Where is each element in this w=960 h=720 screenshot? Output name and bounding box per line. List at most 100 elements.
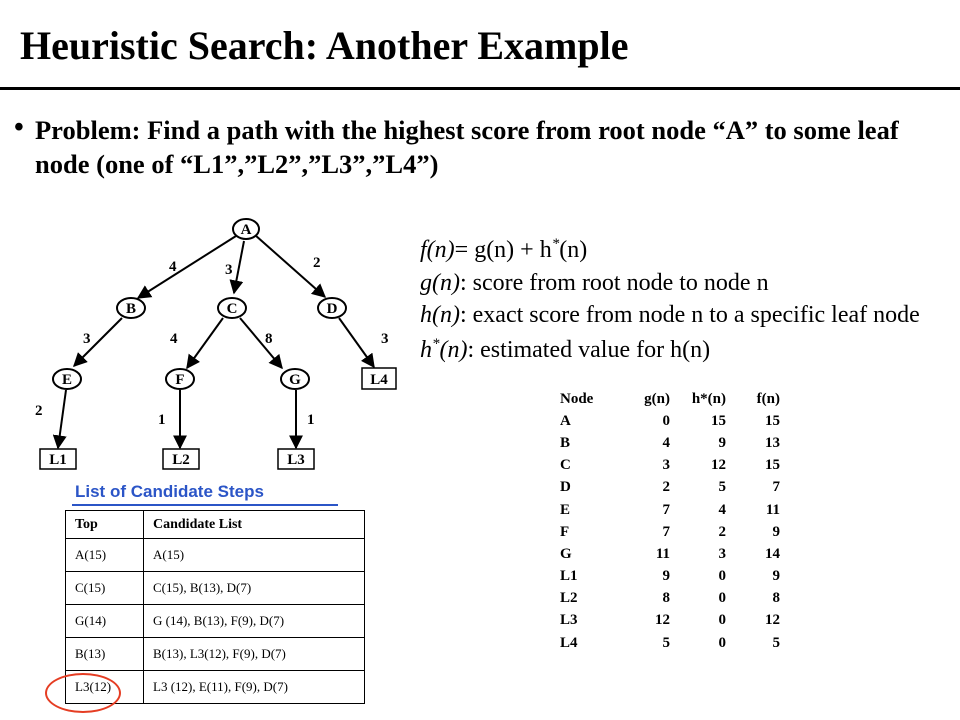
h-star-cell: 0 xyxy=(718,590,727,607)
h-star-cell: 0 xyxy=(718,612,727,629)
tree-leaf-l2: L2 xyxy=(162,448,200,470)
g-cell: 9 xyxy=(662,568,671,585)
node-cell: C xyxy=(560,457,571,474)
tree-node-b: B xyxy=(116,297,146,319)
tree-node-e-label: E xyxy=(62,372,72,388)
formula-hs-lhs-a: h xyxy=(420,337,432,363)
edge-weight-e-l1: 2 xyxy=(35,403,43,419)
g-cell: 0 xyxy=(662,412,671,429)
tree-node-g-label: G xyxy=(289,372,301,388)
node-table-header-g: g(n) xyxy=(644,390,670,407)
h-star-cell: 2 xyxy=(718,523,727,540)
formula-hs-desc: : estimated value for h(n) xyxy=(467,337,711,363)
node-table-header-h: h*(n) xyxy=(691,390,726,407)
tree-leaf-l3-label: L3 xyxy=(287,452,305,468)
candidate-row: A(15)A(15) xyxy=(65,538,365,572)
h-star-cell: 12 xyxy=(711,457,726,474)
formula-hs-star: * xyxy=(432,336,440,352)
f-cell: 15 xyxy=(765,412,780,429)
slide-title: Heuristic Search: Another Example xyxy=(20,23,629,68)
edge-e-l1 xyxy=(52,389,67,450)
node-table-header-f: f(n) xyxy=(756,390,780,407)
candidate-list-cell: G (14), B(13), F(9), D(7) xyxy=(143,604,365,638)
candidate-row: G(14)G (14), B(13), F(9), D(7) xyxy=(65,604,365,638)
formula-f: f(n)= g(n) + h*(n) xyxy=(420,236,587,264)
formula-f-eq: = g(n) + h xyxy=(454,237,552,263)
node-table-row: L3 12 0 12 xyxy=(560,610,780,632)
candidate-row: C(15)C(15), B(13), D(7) xyxy=(65,571,365,605)
candidate-heading-underline xyxy=(72,504,338,506)
problem-statement: Problem: Find a path with the highest sc… xyxy=(35,115,899,179)
g-cell: 3 xyxy=(662,457,671,474)
node-cell: G xyxy=(560,545,572,562)
f-cell: 8 xyxy=(772,590,781,607)
node-cell: L3 xyxy=(560,612,578,629)
tree-leaf-l2-label: L2 xyxy=(172,452,190,468)
g-cell: 12 xyxy=(655,612,670,629)
formula-h-star: h*(n): estimated value for h(n) xyxy=(420,336,710,364)
edge-a-b xyxy=(136,235,237,299)
node-cell: E xyxy=(560,501,571,518)
f-cell: 9 xyxy=(772,523,781,540)
h-star-cell: 3 xyxy=(718,545,727,562)
candidate-header-list: Candidate List xyxy=(143,510,365,539)
node-table-header-node: Node xyxy=(560,390,594,407)
formula-h: h(n): exact score from node n to a speci… xyxy=(420,302,920,329)
tree-leaf-l4-label: L4 xyxy=(370,372,388,388)
tree-leaf-l3: L3 xyxy=(277,448,315,470)
edge-b-e xyxy=(73,317,123,367)
g-cell: 5 xyxy=(662,634,671,651)
edge-weight-f-l2: 1 xyxy=(158,412,166,428)
f-cell: 7 xyxy=(772,479,781,496)
formula-f-rest: (n) xyxy=(559,237,588,263)
tree-node-c: C xyxy=(217,297,247,319)
candidate-list-cell: B(13), L3(12), F(9), D(7) xyxy=(143,637,365,671)
tree-node-d: D xyxy=(317,297,347,319)
tree-node-f: F xyxy=(165,368,195,390)
tree-leaf-l1-label: L1 xyxy=(49,452,67,468)
candidate-list-cell: L3 (12), E(11), F(9), D(7) xyxy=(143,670,365,704)
node-cell: F xyxy=(560,523,570,540)
formula-g-lhs: g(n) xyxy=(420,270,460,296)
formula-hs-lhs-b: (n) xyxy=(439,337,468,363)
tree-leaf-l4: L4 xyxy=(361,367,397,390)
node-cell: B xyxy=(560,434,571,451)
node-cell: D xyxy=(560,479,571,496)
edge-a-d xyxy=(254,234,327,298)
h-star-cell: 0 xyxy=(718,568,727,585)
edge-weight-a-c: 3 xyxy=(225,262,233,278)
edge-d-l4 xyxy=(338,317,375,369)
f-cell: 13 xyxy=(765,434,780,451)
tree-node-e: E xyxy=(52,368,82,390)
tree-leaf-l1: L1 xyxy=(39,448,77,470)
h-star-cell: 0 xyxy=(718,634,727,651)
candidate-top-cell: A(15) xyxy=(65,538,144,572)
h-star-cell: 9 xyxy=(718,434,727,451)
edge-c-g xyxy=(239,317,283,370)
edge-weight-a-d: 2 xyxy=(313,255,321,271)
f-cell: 14 xyxy=(765,545,780,562)
candidate-header-top: Top xyxy=(65,510,144,539)
title-divider xyxy=(0,87,960,90)
formula-f-star: * xyxy=(551,236,560,252)
bullet-icon: • xyxy=(14,112,24,143)
f-cell: 12 xyxy=(765,612,780,629)
f-cell: 9 xyxy=(772,568,781,585)
formula-h-desc: : exact score from node n to a specific … xyxy=(459,302,920,328)
tree-node-g: G xyxy=(280,368,310,390)
node-table-header: Node g(n) h*(n) f(n) xyxy=(560,388,780,410)
edge-weight-b-e: 3 xyxy=(83,331,91,347)
h-star-cell: 15 xyxy=(711,412,726,429)
candidate-top-cell: C(15) xyxy=(65,571,144,605)
node-cell: L4 xyxy=(560,634,578,651)
tree-node-f-label: F xyxy=(175,372,184,388)
tree-node-b-label: B xyxy=(126,301,136,317)
